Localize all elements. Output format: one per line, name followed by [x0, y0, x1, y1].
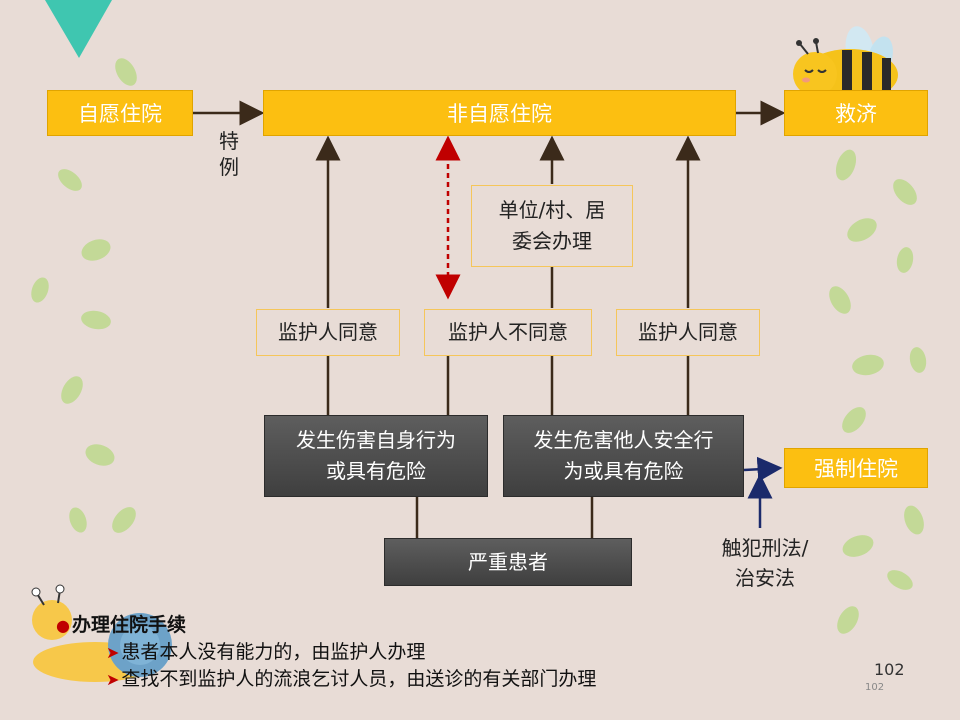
law-line2: 治安法: [735, 566, 795, 590]
procedures-title: 办理住院手续: [71, 614, 186, 636]
harm-others-line1: 发生危害他人安全行: [533, 428, 714, 452]
procedures-item-2: ➤查找不到监护人的流浪乞讨人员，由送诊的有关部门办理: [56, 666, 596, 693]
guardian-agree-box-2: 监护人同意: [616, 309, 760, 356]
law-label: 触犯刑法/ 治安法: [705, 533, 825, 593]
involuntary-label: 非自愿住院: [447, 102, 552, 126]
unit-handle-box: 单位/村、居 委会办理: [471, 185, 633, 267]
unit-handle-line2: 委会办理: [512, 229, 592, 253]
severe-box: 严重患者: [384, 538, 632, 586]
forced-label: 强制住院: [814, 457, 898, 481]
page-number-small: 102: [865, 682, 885, 693]
law-line1: 触犯刑法/: [721, 536, 809, 560]
exception-char-1: 特: [219, 129, 239, 153]
bullet-arrow-icon: ➤: [106, 643, 120, 662]
procedures-item-2-text: 查找不到监护人的流浪乞讨人员，由送诊的有关部门办理: [121, 668, 597, 690]
relief-box: 救济: [784, 90, 928, 136]
procedures-item-1: ➤患者本人没有能力的，由监护人办理: [56, 639, 596, 666]
bullet-arrow-icon: ➤: [106, 670, 120, 689]
teal-triangle-icon: [45, 0, 112, 58]
forced-box: 强制住院: [784, 448, 928, 488]
page-number: 102: [874, 660, 905, 679]
guardian-agree-label-1: 监护人同意: [278, 320, 378, 344]
snail-icon: [31, 584, 172, 682]
procedures-list: ●办理住院手续 ➤患者本人没有能力的，由监护人办理 ➤查找不到监护人的流浪乞讨人…: [56, 612, 596, 693]
unit-handle-line1: 单位/村、居: [498, 198, 606, 222]
self-harm-box: 发生伤害自身行为 或具有危险: [264, 415, 488, 497]
harm-others-line2: 为或具有危险: [563, 459, 684, 483]
involuntary-box: 非自愿住院: [263, 90, 736, 136]
guardian-disagree-box: 监护人不同意: [424, 309, 592, 356]
guardian-agree-label-2: 监护人同意: [638, 320, 738, 344]
voluntary-label: 自愿住院: [78, 102, 162, 126]
harm-others-box: 发生危害他人安全行 为或具有危险: [503, 415, 744, 497]
arrow-others-to-forced: [743, 456, 783, 482]
procedures-item-1-text: 患者本人没有能力的，由监护人办理: [121, 641, 426, 663]
relief-label: 救济: [835, 102, 877, 126]
procedures-title-row: ●办理住院手续: [56, 612, 596, 639]
self-harm-line1: 发生伤害自身行为: [296, 428, 456, 452]
bullet-dot-icon: ●: [56, 616, 70, 635]
voluntary-box: 自愿住院: [47, 90, 193, 136]
self-harm-line2: 或具有危险: [326, 459, 426, 483]
leaf-icons: [31, 58, 927, 634]
exception-label: 特 例: [217, 128, 241, 180]
severe-label: 严重患者: [468, 549, 548, 574]
bee-icon: [793, 26, 898, 101]
guardian-agree-box-1: 监护人同意: [256, 309, 400, 356]
guardian-disagree-label: 监护人不同意: [448, 320, 568, 344]
exception-char-2: 例: [219, 155, 239, 179]
